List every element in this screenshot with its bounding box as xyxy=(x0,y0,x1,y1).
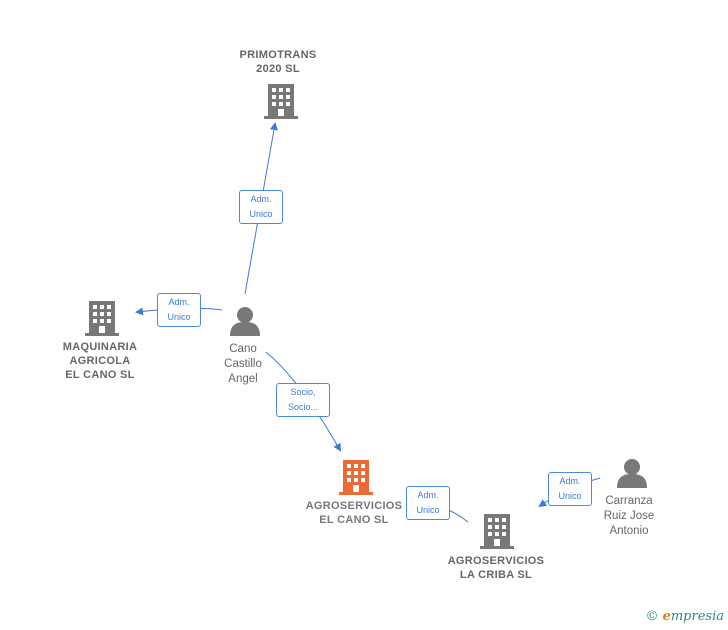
person-icon xyxy=(617,459,647,488)
copyright-icon: © xyxy=(645,609,659,624)
node-primotrans-label[interactable]: PRIMOTRANS 2020 SL xyxy=(239,49,317,75)
node-agroservicios-criba-label[interactable]: AGROSERVICIOS LA CRIBA SL xyxy=(447,555,545,581)
edge-label-cano-primotrans[interactable]: Adm. Unico xyxy=(239,190,283,224)
building-icon xyxy=(264,84,298,119)
building-icon xyxy=(480,514,514,549)
node-carranza-label[interactable]: Carranza Ruiz Jose Antonio xyxy=(603,495,655,537)
node-maquinaria-label[interactable]: MAQUINARIA AGRICOLA EL CANO SL xyxy=(62,341,138,381)
person-icon xyxy=(230,307,260,336)
edge-label-cano-agroservicios[interactable]: Socio, Socio... xyxy=(276,383,330,417)
edge-label-agroservicios-criba[interactable]: Adm. Unico xyxy=(406,486,450,520)
edge-label-carranza-criba[interactable]: Adm. Unico xyxy=(548,472,592,506)
building-icon xyxy=(85,301,119,336)
empresia-logo: © empresia xyxy=(645,609,724,624)
node-cano-label[interactable]: Cano Castillo Angel xyxy=(224,343,262,385)
brand-initial: e xyxy=(662,609,671,624)
building-icon xyxy=(339,460,373,495)
brand-name: mpresia xyxy=(670,609,724,624)
node-agroservicios-cano-label[interactable]: AGROSERVICIOS EL CANO SL xyxy=(305,500,403,526)
edge-label-cano-maquinaria[interactable]: Adm. Unico xyxy=(157,293,201,327)
